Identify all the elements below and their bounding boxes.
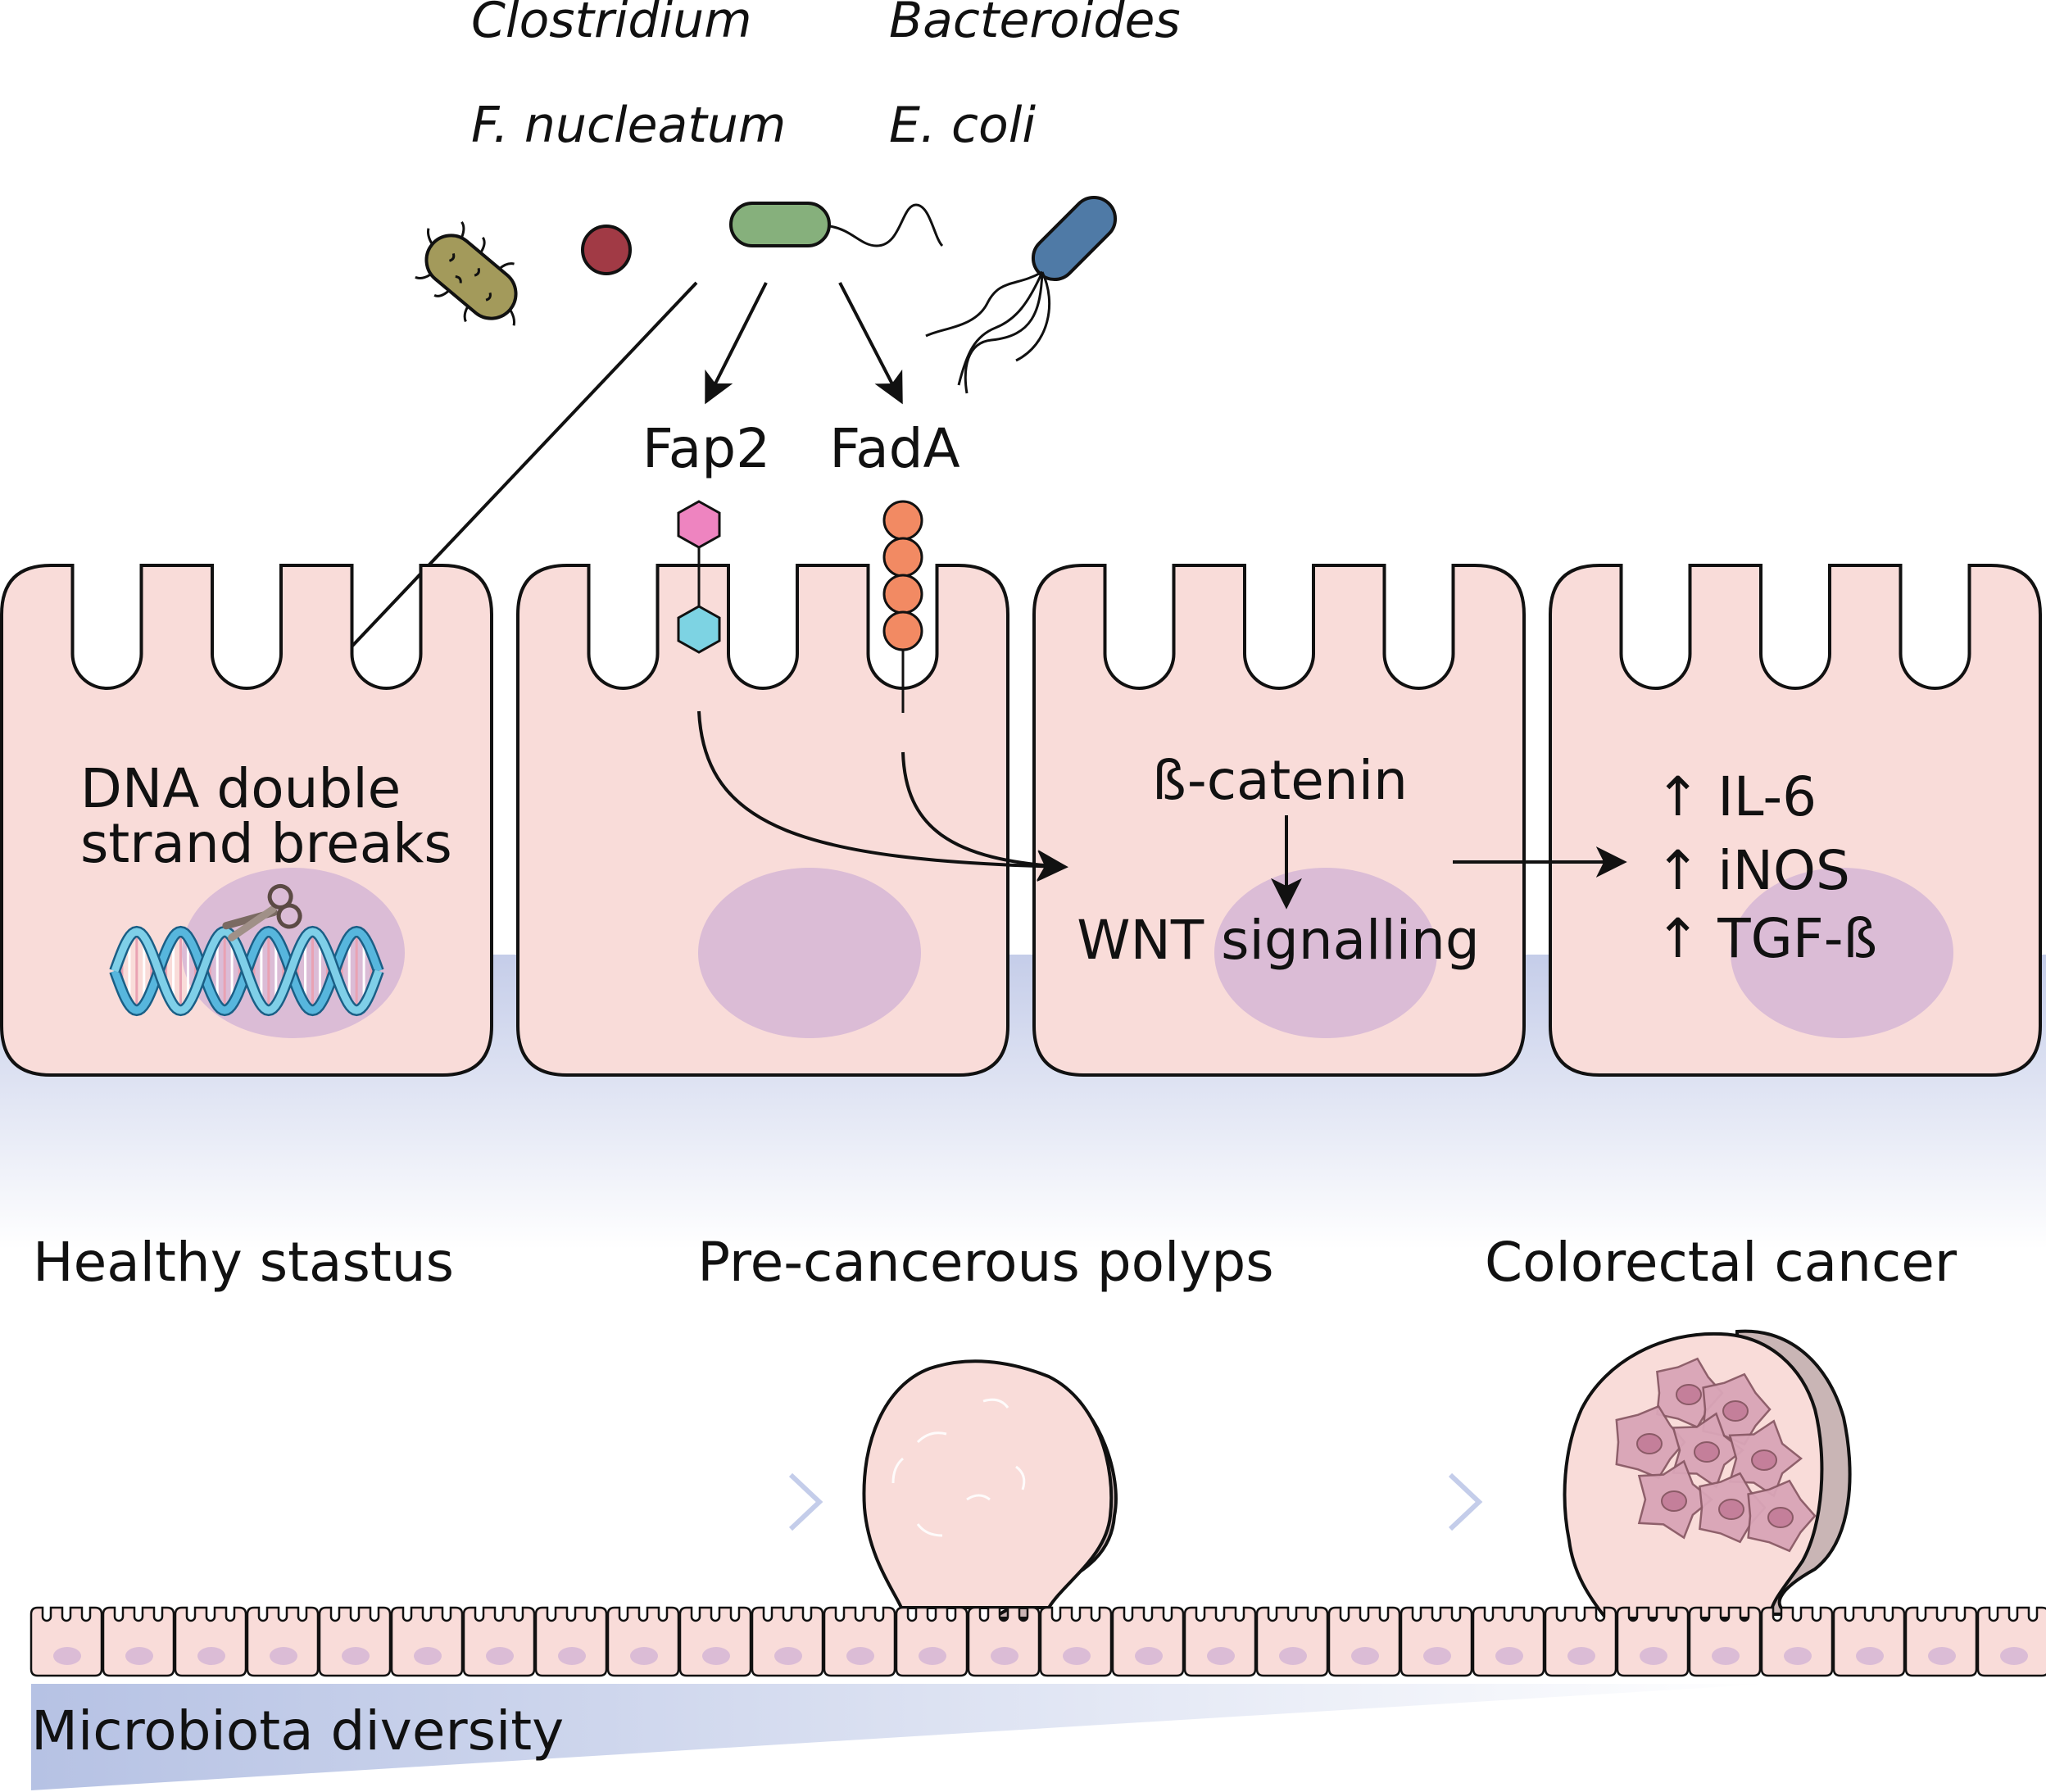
tumor-cell-cluster [1615,1357,1817,1553]
cell-nucleus [1214,868,1437,1038]
ecoli-bacterium-icon [925,195,1118,394]
epithelial-cell-3 [1032,564,1526,1077]
small-epithelial-cell [1832,1606,1906,1677]
bottom-epithelium-row [29,1606,2046,1677]
arrow-fada-to-beta-catenin [901,751,1068,882]
label-il6: ↑ IL-6 [1655,765,1817,828]
label-beta-catenin: ß-catenin [1152,749,1408,812]
label-e-coli: E. coli [889,97,1036,154]
fusobacterium-bacterium-icon [729,202,944,247]
small-epithelial-cell [29,1606,103,1677]
arrow-fap2-to-beta-catenin [697,710,1068,882]
small-epithelial-cell [823,1606,896,1677]
small-epithelial-cell [678,1606,752,1677]
tumor-cell [1615,1404,1686,1480]
small-epithelial-cell [318,1606,392,1677]
receptor-hexagon [677,605,721,654]
cell-nucleus [698,868,921,1038]
small-epithelial-cell [606,1606,680,1677]
label-dna-line1: DNA double [80,757,401,820]
label-bacteroides: Bacteroides [889,0,1181,49]
small-epithelial-cell [1183,1606,1257,1677]
label-clostridium: Clostridium [471,0,752,49]
small-epithelial-cell [1760,1606,1834,1677]
small-epithelial-cell [1976,1606,2046,1677]
epithelial-cell-4 [1549,564,2042,1077]
small-epithelial-cell [1255,1606,1329,1677]
cell-nucleus [1731,868,1953,1038]
fap2-adhesin-hexagon [677,500,721,549]
label-healthy-status: Healthy stastus [33,1231,454,1294]
label-pre-cancerous-polyps: Pre-cancerous polyps [697,1231,1273,1294]
small-epithelial-cell [102,1606,175,1677]
label-inos: ↑ iNOS [1655,839,1850,902]
label-fap2: Fap2 [642,417,770,480]
small-epithelial-cell [1327,1606,1401,1677]
label-wnt-signalling: WNT signalling [1077,909,1480,972]
label-colorectal-cancer: Colorectal cancer [1485,1231,1958,1294]
small-epithelial-cell [895,1606,969,1677]
arrow-to-fap2 [705,282,768,405]
progression-arrow-1 [492,1472,823,1531]
small-epithelial-cell [751,1606,824,1677]
small-epithelial-cell [1039,1606,1113,1677]
small-epithelial-cell [967,1606,1041,1677]
tumor-cell [1672,1412,1745,1489]
small-epithelial-cell [1688,1606,1762,1677]
arrow-to-fada [838,282,903,405]
coccus-bacterium-icon [581,225,632,275]
polyp-illustration [862,1359,1118,1620]
small-epithelial-cell [174,1606,247,1677]
small-epithelial-cell [1616,1606,1690,1677]
tumor-cell [1747,1479,1817,1553]
microbiota-diversity-wedge [31,1684,1770,1790]
fap2-receptor-complex [677,500,721,654]
small-epithelial-cell [1904,1606,1978,1677]
small-epithelial-cell [1400,1606,1473,1677]
small-epithelial-cell [1472,1606,1545,1677]
label-microbiota-diversity: Microbiota diversity [31,1699,564,1763]
label-tgfb: ↑ TGF-ß [1655,907,1877,970]
clostridium-bacterium-icon [415,220,518,326]
tumor-cell [1637,1459,1713,1540]
scissors-icon [222,883,302,941]
label-fada: FadA [829,417,959,480]
label-f-nucleatum: F. nucleatum [471,97,786,154]
label-dna-line2: strand breaks [80,812,452,875]
small-epithelial-cell [1111,1606,1185,1677]
small-epithelial-cell [246,1606,320,1677]
fada-adhesin-chain [882,500,923,713]
progression-arrow-2 [1147,1472,1483,1531]
small-epithelial-cell [1544,1606,1617,1677]
small-epithelial-cell [462,1606,536,1677]
small-epithelial-cell [534,1606,608,1677]
dna-helix-icon [109,925,384,1017]
small-epithelial-cell [390,1606,464,1677]
tumor-illustration [1563,1329,1852,1620]
